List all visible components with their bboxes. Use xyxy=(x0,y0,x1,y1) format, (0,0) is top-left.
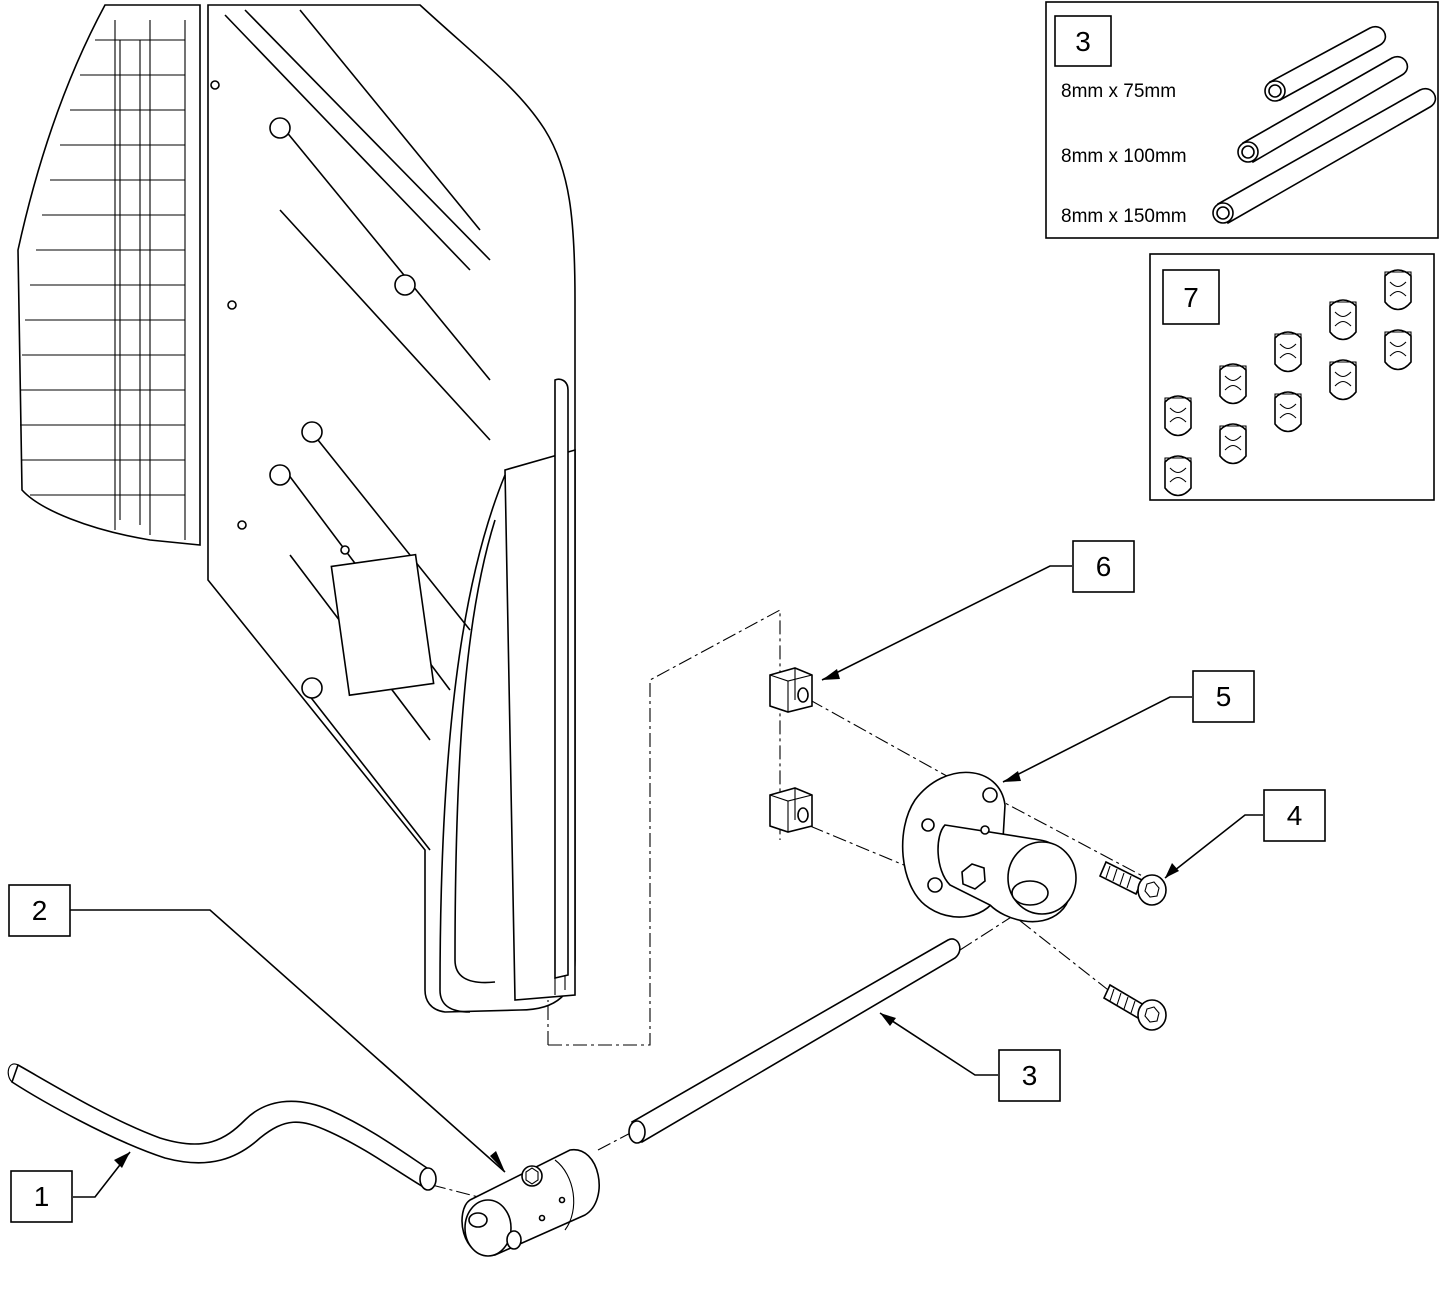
callout-1-number: 1 xyxy=(34,1181,50,1212)
callout-4-number: 4 xyxy=(1287,800,1303,831)
kit-3-label: 3 xyxy=(1075,26,1091,57)
part-3-straight-rod xyxy=(628,938,961,1144)
rod-size-100: 8mm x 100mm xyxy=(1061,146,1187,167)
clip-set xyxy=(1164,269,1412,497)
kit-3-label-box xyxy=(1054,15,1112,67)
part-6-t-nuts xyxy=(769,667,813,833)
callout-6-number: 6 xyxy=(1096,551,1112,582)
clip xyxy=(1164,455,1192,497)
part-2-coupling xyxy=(461,1149,600,1257)
rod-size-75: 8mm x 75mm xyxy=(1061,81,1176,102)
kit-7-label-box xyxy=(1162,269,1220,325)
callout-1: 1 xyxy=(10,1170,73,1223)
clip xyxy=(1384,329,1412,371)
rod-100-drawing xyxy=(1237,55,1409,164)
callout-2-number: 2 xyxy=(32,895,48,926)
clip xyxy=(1329,359,1357,401)
part-4-cap-screw-upper xyxy=(1098,860,1167,906)
clip xyxy=(1274,391,1302,433)
rod-size-150: 8mm x 150mm xyxy=(1061,206,1187,227)
backrest-shell xyxy=(17,4,576,1013)
callout-2: 2 xyxy=(8,884,71,937)
clip xyxy=(1164,395,1192,437)
kit-3-panel: 3 8mm x 75mm 8mm x 100mm 8mm x 150mm xyxy=(1045,1,1439,239)
leader-lines xyxy=(70,565,1263,1198)
louver-slats xyxy=(20,39,185,525)
callout-5-number: 5 xyxy=(1216,681,1232,712)
part-1-bent-rod xyxy=(7,1063,437,1191)
t-nut-upper xyxy=(769,667,813,713)
kit-7-label: 7 xyxy=(1183,282,1199,313)
clip xyxy=(1329,299,1357,341)
clip xyxy=(1384,269,1412,311)
rod-150-drawing xyxy=(1212,87,1437,225)
part-5-mount-clamp xyxy=(901,771,1077,923)
callout-4: 4 xyxy=(1263,789,1326,842)
callout-5: 5 xyxy=(1192,670,1255,723)
leader-arrowheads xyxy=(114,669,1179,1172)
rod-75-drawing xyxy=(1264,25,1387,102)
callout-3: 3 xyxy=(998,1049,1061,1102)
callout-3-number: 3 xyxy=(1022,1060,1038,1091)
t-nut-lower xyxy=(769,787,813,833)
clip xyxy=(1219,423,1247,465)
part-4-cap-screw-lower xyxy=(1102,983,1167,1031)
kit-7-panel: 7 xyxy=(1149,253,1435,501)
clip xyxy=(1274,331,1302,373)
callout-6: 6 xyxy=(1072,540,1135,593)
clip xyxy=(1219,363,1247,405)
